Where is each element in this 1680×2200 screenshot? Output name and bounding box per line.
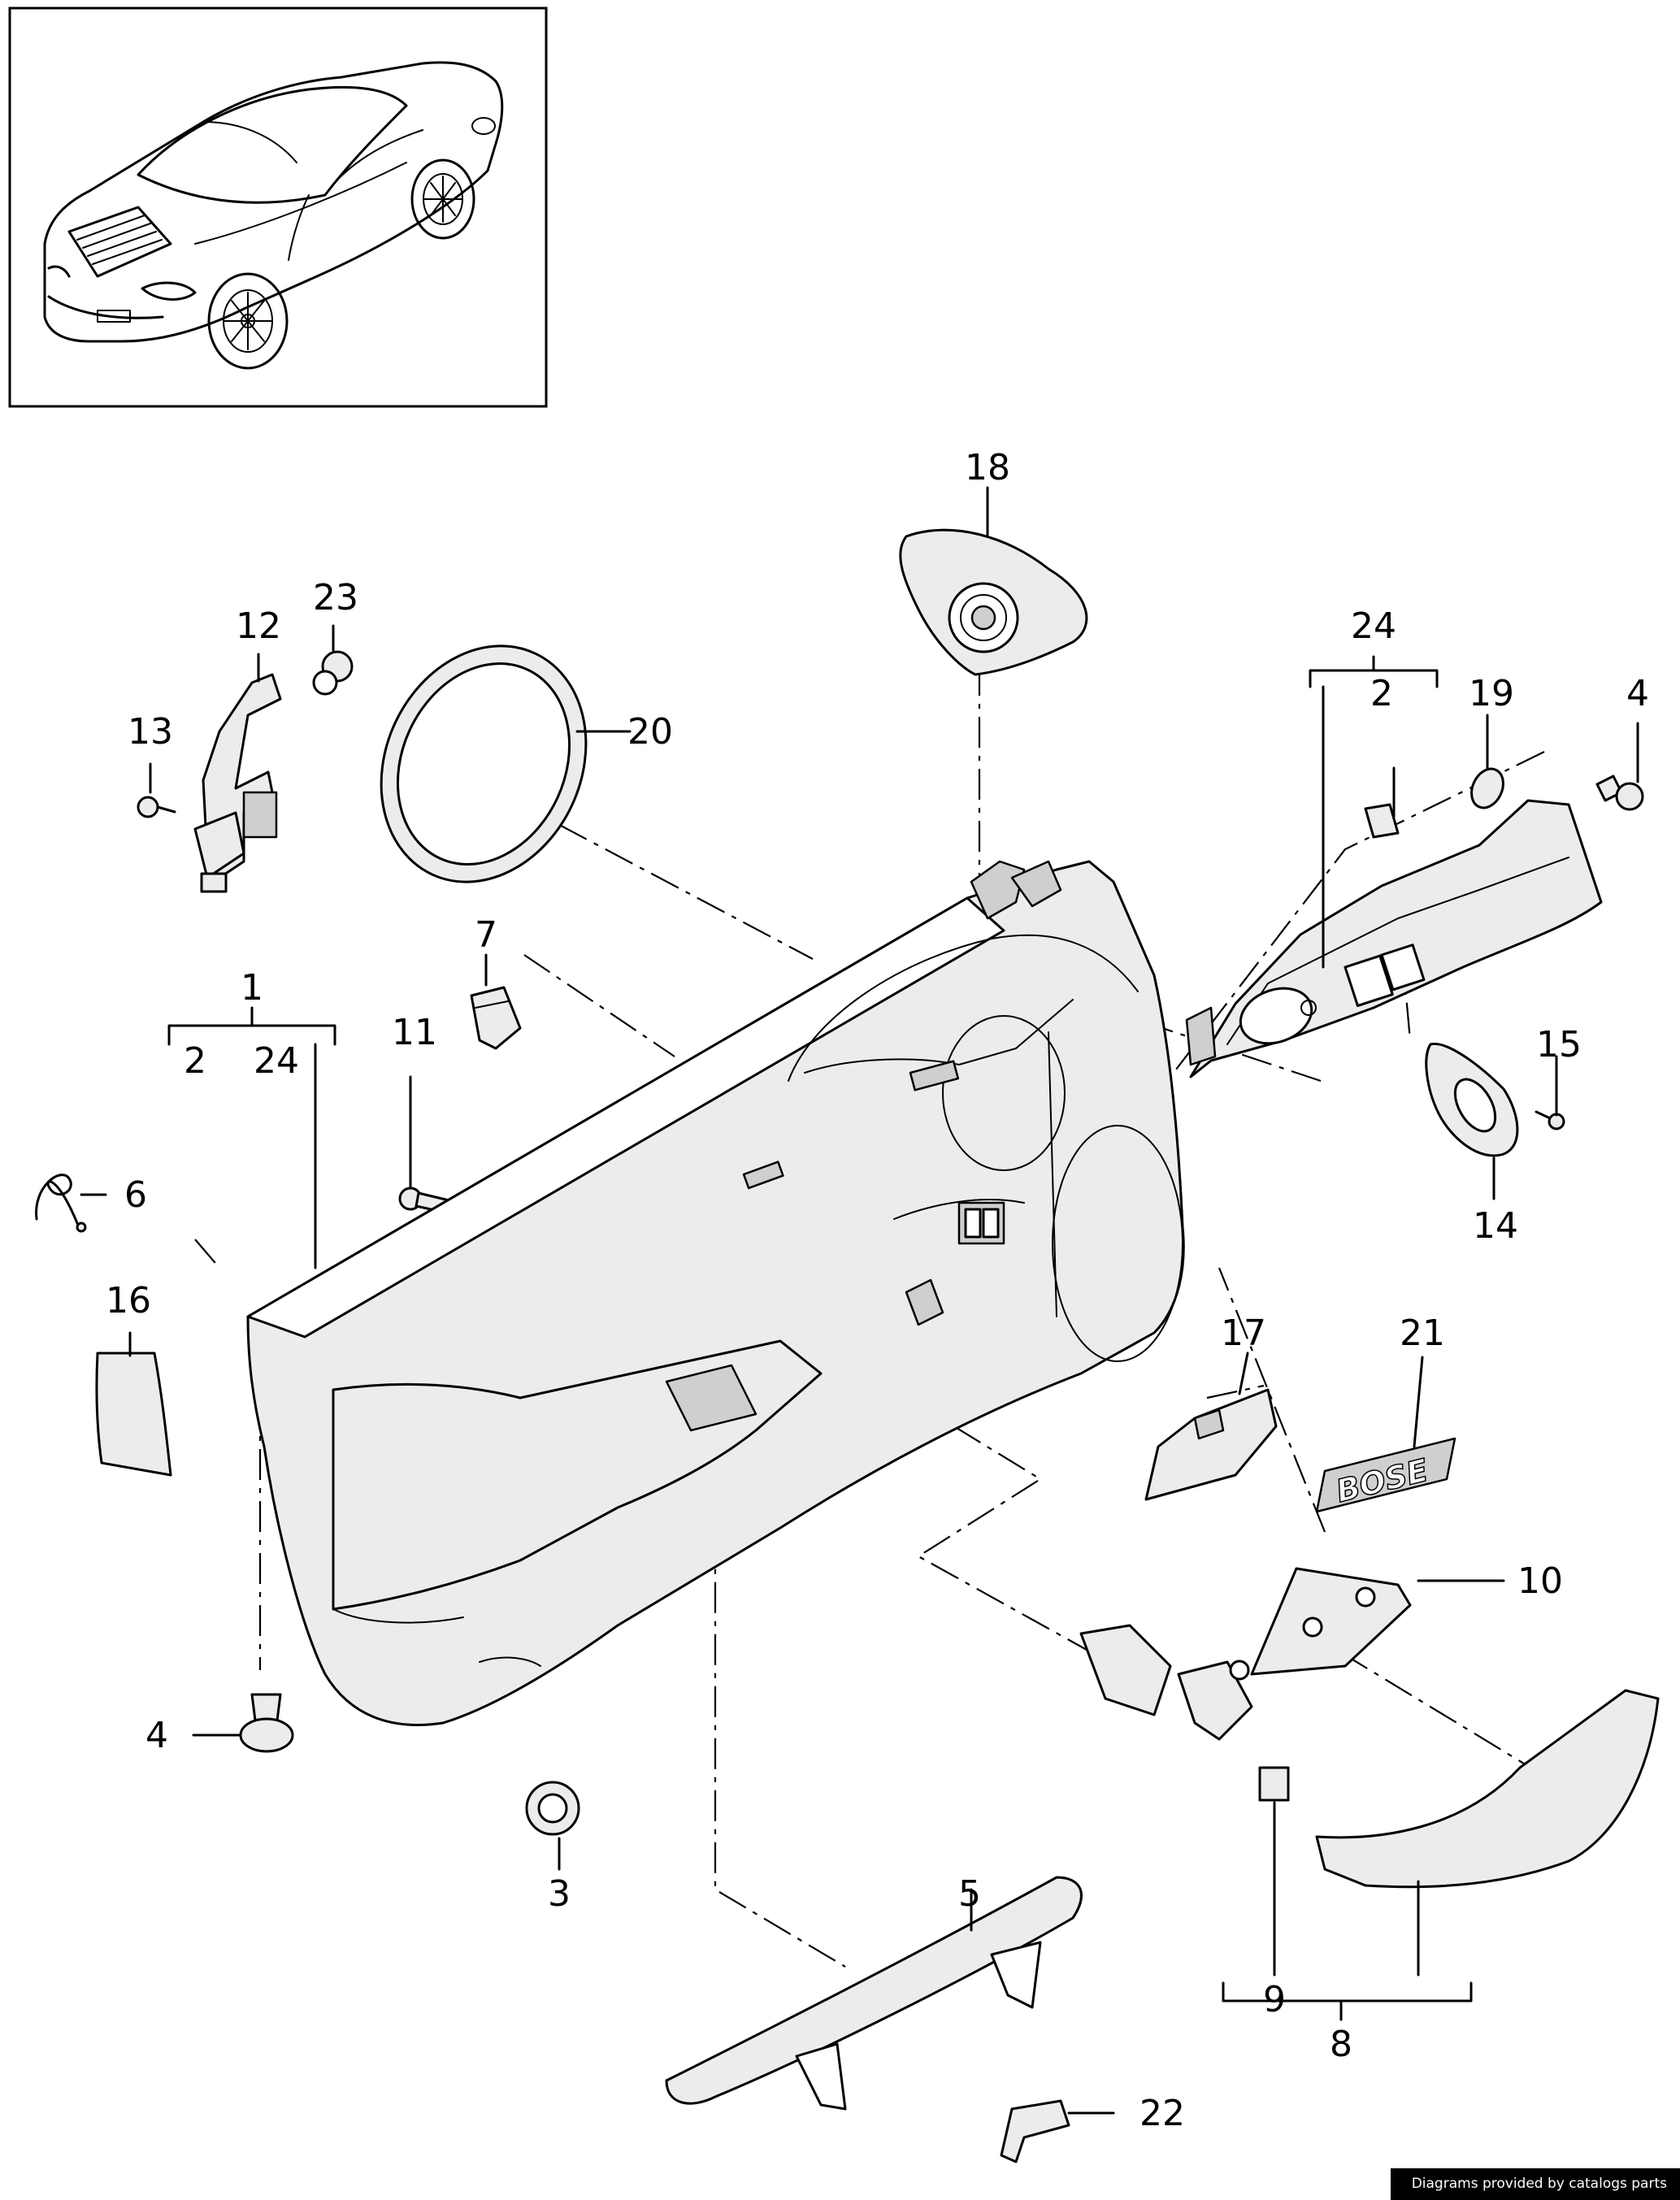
callout-19: 19 [1469,673,1514,714]
callout-labels: 18 24 2 19 4 23 12 13 20 7 1 2 24 11 15 … [106,447,1649,2134]
callout-11: 11 [392,1012,437,1053]
callout-10: 10 [1517,1560,1563,1602]
callout-4-top: 4 [1626,673,1649,714]
part-15-screw [1535,1110,1565,1130]
part-23-clip [312,650,354,696]
callout-18: 18 [965,447,1010,488]
credit-footer: Diagrams provided by catalogs parts [1390,2168,1680,2200]
part-17-trim [1144,1388,1278,1501]
part-2-clip-top [1364,803,1400,839]
callout-6: 6 [124,1174,147,1216]
part-10-door-handle [1079,1567,1412,1741]
part-20-speaker-ring [380,644,588,883]
callout-15: 15 [1536,1024,1582,1065]
part-1-door-panel [246,860,1185,1726]
callout-1: 1 [241,967,263,1009]
callout-23: 23 [313,577,358,618]
callout-13: 13 [128,711,173,753]
part-18-speaker-cover [899,528,1088,676]
callout-9: 9 [1263,1979,1286,2020]
callout-2-left: 2 [184,1040,206,1082]
callout-7: 7 [475,914,497,956]
callout-20: 20 [627,711,673,753]
callout-22: 22 [1140,2093,1185,2134]
part-5-grab-handle [665,1876,1083,2111]
callout-14: 14 [1473,1205,1518,1247]
part-19-cap [1470,767,1504,809]
part-24-switch-panel [1185,799,1603,1078]
part-4-push-pin-bottom [239,1693,294,1753]
part-9-clip [1258,1766,1290,1802]
callout-21: 21 [1400,1313,1445,1354]
callout-3: 3 [548,1873,571,1915]
callout-2-top: 2 [1370,673,1393,714]
leader-lines [80,486,1639,2115]
part-12-lock-mechanism [193,673,282,893]
callout-16: 16 [106,1280,151,1321]
callout-24-top: 24 [1351,605,1396,647]
part-13-screw [137,796,176,818]
part-4-screw-top [1595,775,1644,811]
part-16-end-cap [95,1352,172,1477]
part-7-bracket [470,986,522,1050]
part-14-pull-cup [1425,1042,1519,1157]
car-thumbnail [8,7,548,408]
callout-17: 17 [1221,1313,1266,1354]
part-21-bose-badge: BOSE [1315,1437,1456,1513]
part-22-clip [1000,2099,1070,2163]
part-3-grommet [525,1781,580,1836]
part-6-spring-clip [35,1174,87,1233]
callout-5: 5 [958,1873,981,1915]
callout-24-left: 24 [254,1040,299,1082]
callout-12: 12 [236,605,281,647]
callout-8: 8 [1330,2024,1352,2065]
callout-4-bottom: 4 [145,1715,168,1756]
part-8-trim-strip [1315,1689,1660,1889]
